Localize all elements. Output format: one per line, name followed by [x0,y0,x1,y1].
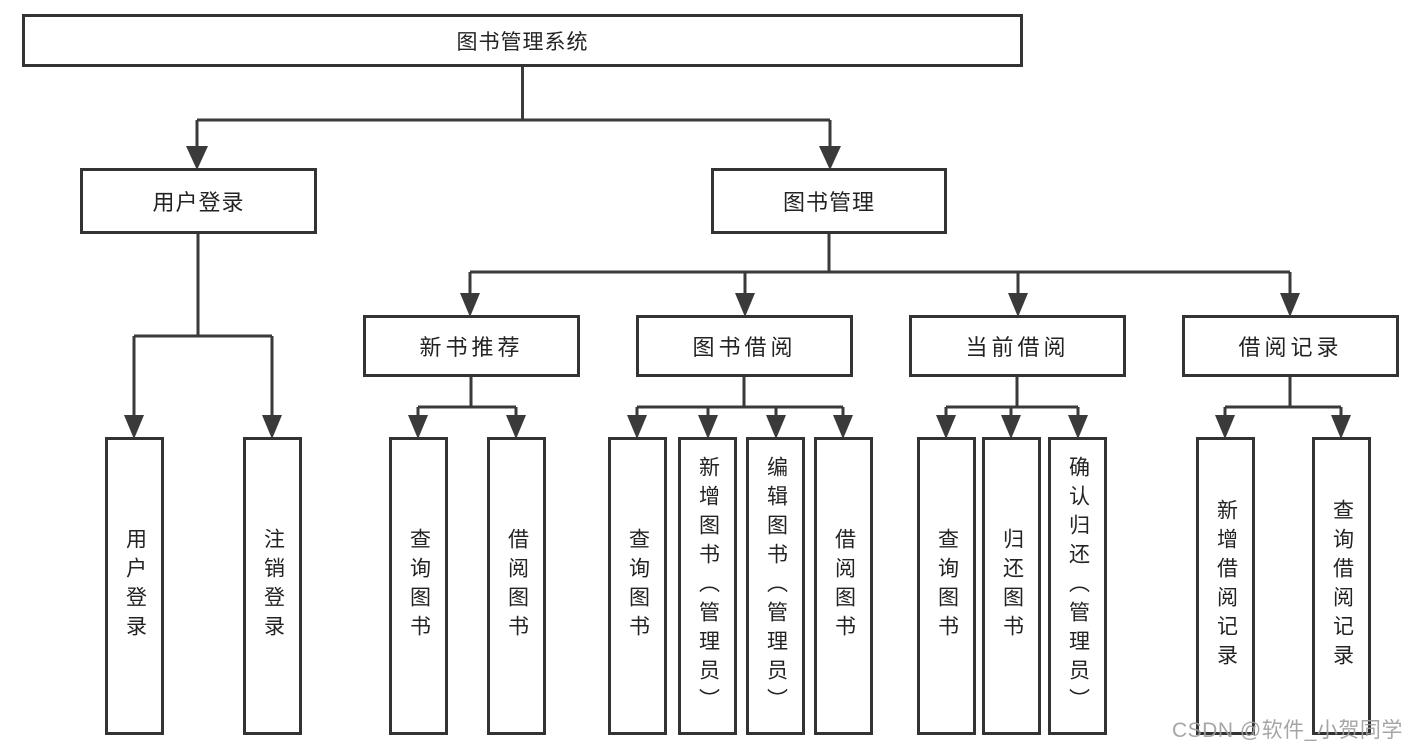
node-borrow-records: 借阅记录 [1182,315,1399,377]
connector-current-borrow-to-leaves [936,376,1088,439]
leaf-rec-borrow-books: 借阅图书 [487,437,546,735]
leaf-logout-label: 注销登录 [261,528,285,644]
leaf-current-confirm-return-admin-label: 确认归还（管理员） [1066,455,1090,717]
node-root-label: 图书管理系统 [456,30,589,54]
connector-book-mgmt-to-groups [460,233,1300,317]
leaf-borrow-borrow-books-label: 借阅图书 [832,528,856,644]
leaf-borrow-query-books-label: 查询图书 [626,528,650,644]
leaf-borrow-query-books: 查询图书 [608,437,667,735]
leaf-current-return-books: 归还图书 [982,437,1041,735]
leaf-logout: 注销登录 [243,437,302,735]
node-book-mgmt-label: 图书管理 [782,190,875,215]
connector-user-login-to-leaves [124,233,282,439]
leaf-records-query-record-label: 查询借阅记录 [1330,499,1354,673]
node-new-book-rec: 新书推荐 [363,315,580,377]
node-book-mgmt: 图书管理 [711,168,947,234]
leaf-records-add-record: 新增借阅记录 [1196,437,1255,735]
leaf-records-add-record-label: 新增借阅记录 [1214,499,1238,673]
watermark-text: CSDN @软件_小贺同学 [1172,719,1403,742]
leaf-borrow-edit-books-admin: 编辑图书（管理员） [746,437,805,735]
node-user-login: 用户登录 [80,168,317,234]
connector-borrow-records-to-leaves [1215,376,1351,439]
connector-root-to-level1 [186,66,841,170]
node-new-book-rec-label: 新书推荐 [419,335,524,360]
node-borrow-records-label: 借阅记录 [1238,335,1343,360]
leaf-user-login: 用户登录 [105,437,164,735]
leaf-current-confirm-return-admin: 确认归还（管理员） [1048,437,1107,735]
node-book-borrow: 图书借阅 [636,315,853,377]
leaf-borrow-add-books-admin: 新增图书（管理员） [678,437,737,735]
leaf-user-login-label: 用户登录 [123,528,147,644]
leaf-current-query-books: 查询图书 [917,437,976,735]
leaf-borrow-borrow-books: 借阅图书 [814,437,873,735]
leaf-current-return-books-label: 归还图书 [1000,528,1024,644]
node-current-borrow: 当前借阅 [909,315,1126,377]
node-root: 图书管理系统 [22,14,1023,67]
leaf-rec-borrow-books-label: 借阅图书 [505,528,529,644]
leaf-rec-query-books-label: 查询图书 [407,528,431,644]
leaf-borrow-add-books-admin-label: 新增图书（管理员） [696,455,720,717]
node-book-borrow-label: 图书借阅 [692,335,797,360]
connector-new-book-rec-to-leaves [408,376,526,439]
leaf-current-query-books-label: 查询图书 [935,528,959,644]
leaf-rec-query-books: 查询图书 [389,437,448,735]
leaf-records-query-record: 查询借阅记录 [1312,437,1371,735]
node-user-login-label: 用户登录 [152,190,245,215]
node-current-borrow-label: 当前借阅 [965,335,1070,360]
leaf-borrow-edit-books-admin-label: 编辑图书（管理员） [764,455,788,717]
connector-book-borrow-to-leaves [627,376,853,439]
